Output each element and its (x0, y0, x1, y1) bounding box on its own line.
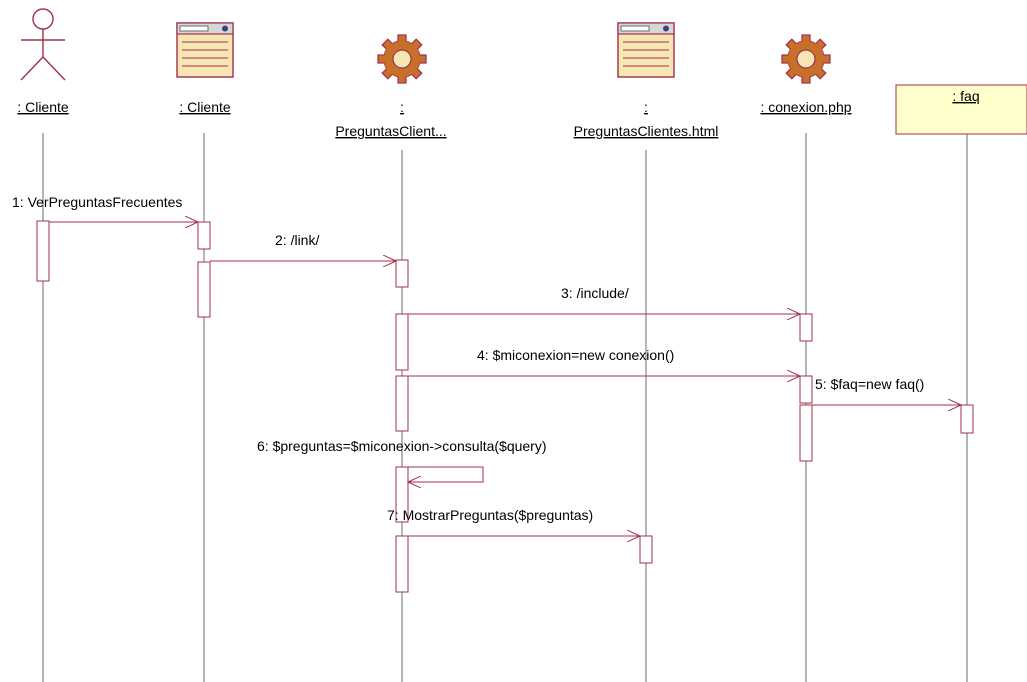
activation-bar (395, 535, 409, 593)
activation-bar (197, 261, 211, 318)
message-label-2: 2: /link/ (275, 232, 319, 248)
message-label-1: 1: VerPreguntasFrecuentes (12, 194, 182, 210)
participant-label-conexion: : conexion.php (760, 99, 851, 115)
object-box-faq (895, 84, 1027, 135)
activation-bar (36, 220, 50, 282)
participant-label-faq: : faq (952, 88, 979, 104)
activation-bar (799, 375, 813, 404)
activation-bar (639, 535, 653, 564)
participant-label-preguntas-html-prefix: : (644, 99, 648, 115)
participant-label-cliente-page: : Cliente (179, 99, 231, 115)
activation-bar (197, 221, 211, 250)
actor-icon (20, 8, 66, 81)
message-label-6: 6: $preguntas=$miconexion->consulta($que… (257, 438, 547, 454)
gear-icon (377, 34, 427, 84)
message-label-3: 3: /include/ (561, 285, 629, 301)
gear-icon (781, 34, 831, 84)
activation-bar (395, 466, 409, 523)
activation-bar (960, 404, 974, 434)
message-label-5: 5: $faq=new faq() (815, 376, 924, 392)
participant-label-preguntas-php: PreguntasClient... (335, 123, 446, 139)
activation-bar (799, 404, 813, 462)
activation-bar (395, 313, 409, 371)
message-label-7: 7: MostrarPreguntas($preguntas) (387, 507, 593, 523)
participant-label-actor-cliente: : Cliente (17, 99, 69, 115)
message-label-4: 4: $miconexion=new conexion() (477, 347, 674, 363)
web-page-icon (617, 22, 675, 78)
participant-label-preguntas-php-prefix: : (400, 99, 404, 115)
activation-bar (799, 313, 813, 342)
web-page-icon (176, 22, 234, 78)
participant-label-preguntas-html: PreguntasClientes.html (574, 123, 719, 139)
activation-bar (395, 375, 409, 432)
message-arrow-6 (408, 466, 484, 482)
activation-bar (395, 259, 409, 288)
